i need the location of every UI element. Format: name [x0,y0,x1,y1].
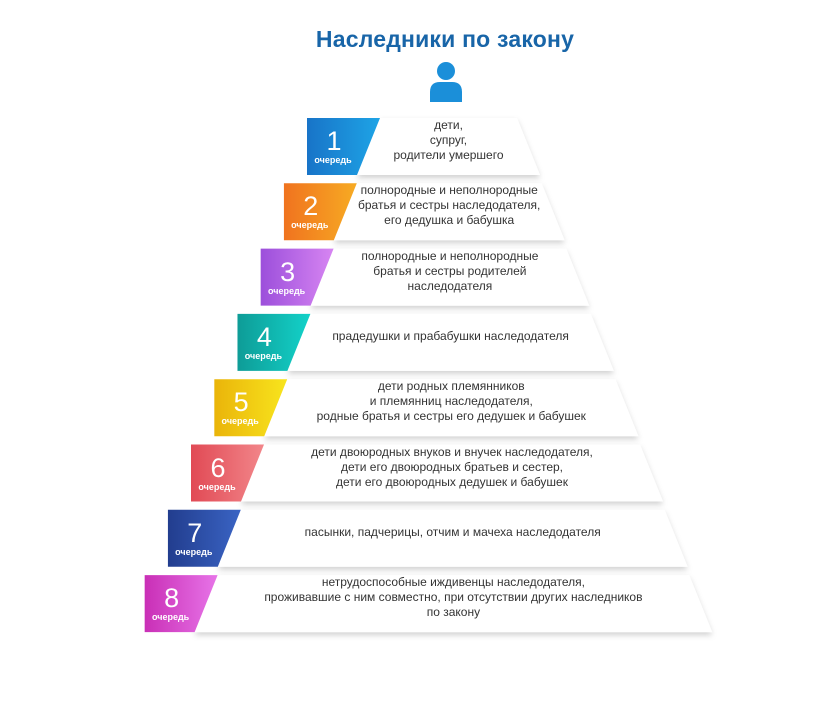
tier-number: 1 [326,126,342,156]
tier-description: прадедушки и прабабушки наследодателя [315,312,585,361]
badge-edge-mask [160,508,168,568]
tier-number: 5 [233,387,249,418]
page-title: Наследники по закону [315,26,575,52]
tier-description: дети,супруг,родители умершего [385,116,512,165]
badge-edge-mask [230,312,238,372]
tier-number: 4 [256,321,272,352]
tier-badge-7 [167,509,241,567]
tier-number: 7 [187,517,203,548]
tier-description-line: проживавшие с ним совместно, при отсутст… [264,590,643,605]
tier-description: дети двоюродных внуков и внучек наследод… [269,443,635,492]
tier-queue-label: очередь [267,285,306,296]
tier-description-line: и племянниц наследодателя, [369,394,533,409]
tier-band-4 [287,313,614,371]
tier-queue-label: очередь [175,546,213,557]
tier-number: 2 [303,191,319,222]
badge-edge-mask [276,182,284,242]
tier-description-line: его дедушка и бабушка [384,213,515,228]
badge-edge-mask [184,443,191,503]
tier-description-line: полнородные и неполнородные [360,183,538,198]
tier-description-line: нетрудоспособные иждивенцы наследодателя… [321,575,585,590]
tier-queue-label: очередь [314,155,352,165]
tier-description-line: по закону [426,605,481,620]
badge-edge-mask [137,574,145,634]
tier-badge-1 [307,118,380,175]
tier-description-line: супруг, [429,133,468,147]
badge-edge-mask [300,117,307,176]
tier-queue-label: очередь [221,416,259,427]
tier-description-line: братья и сестры наследодателя, [358,198,541,213]
tier-description-line: братья и сестры родителей [373,263,527,278]
tier-queue-label: очередь [151,612,190,623]
tier-queue-label: очередь [244,350,283,361]
tier-badge-3 [260,248,334,306]
tier-band-3 [310,248,590,306]
tier-description-line: прадедушки и прабабушки наследодателя [332,328,569,343]
tier-description-line: дети его двоюродных братьев и сестер, [340,459,564,474]
tier-band-2 [333,183,565,241]
person-icon [430,62,462,102]
tier-description: нетрудоспособные иждивенцы наследодателя… [223,573,685,622]
tier-badge-6 [191,444,264,502]
tier-badge-2 [283,183,357,241]
badge-edge-mask [253,247,261,307]
tier-queue-label: очередь [198,481,236,492]
tier-description-line: дети двоюродных внуков и внучек наследод… [311,444,593,459]
tier-description-line: полнородные и неполнородные [361,248,539,263]
tier-description-line: дети, [434,118,463,132]
tier-description-line: дети родных племянников [377,379,525,394]
tier-badge-8 [144,575,218,633]
tier-description-line: родные братья и сестры его дедушек и баб… [316,409,586,424]
tier-number: 8 [164,583,180,614]
tier-queue-label: очередь [291,220,329,231]
tier-description-line: пасынки, падчерицы, отчим и мачеха насле… [304,524,601,539]
tier-description-line: родители умершего [393,148,504,162]
badge-edge-mask [207,378,215,438]
tier-number: 6 [210,452,226,483]
tier-band-7 [217,509,688,567]
tier-band-6 [241,444,663,502]
tier-description-line: дети его двоюродных дедушек и бабушек [336,474,568,489]
tier-description-line: наследодателя [407,278,493,293]
tier-description: пасынки, падчерицы, отчим и мачеха насле… [246,508,660,557]
tier-badge-5 [214,379,288,437]
tier-number: 3 [280,256,296,287]
tier-band-5 [264,379,639,437]
tier-band-1 [357,118,540,175]
tier-band-8 [194,575,713,633]
tier-badge-4 [237,313,311,371]
